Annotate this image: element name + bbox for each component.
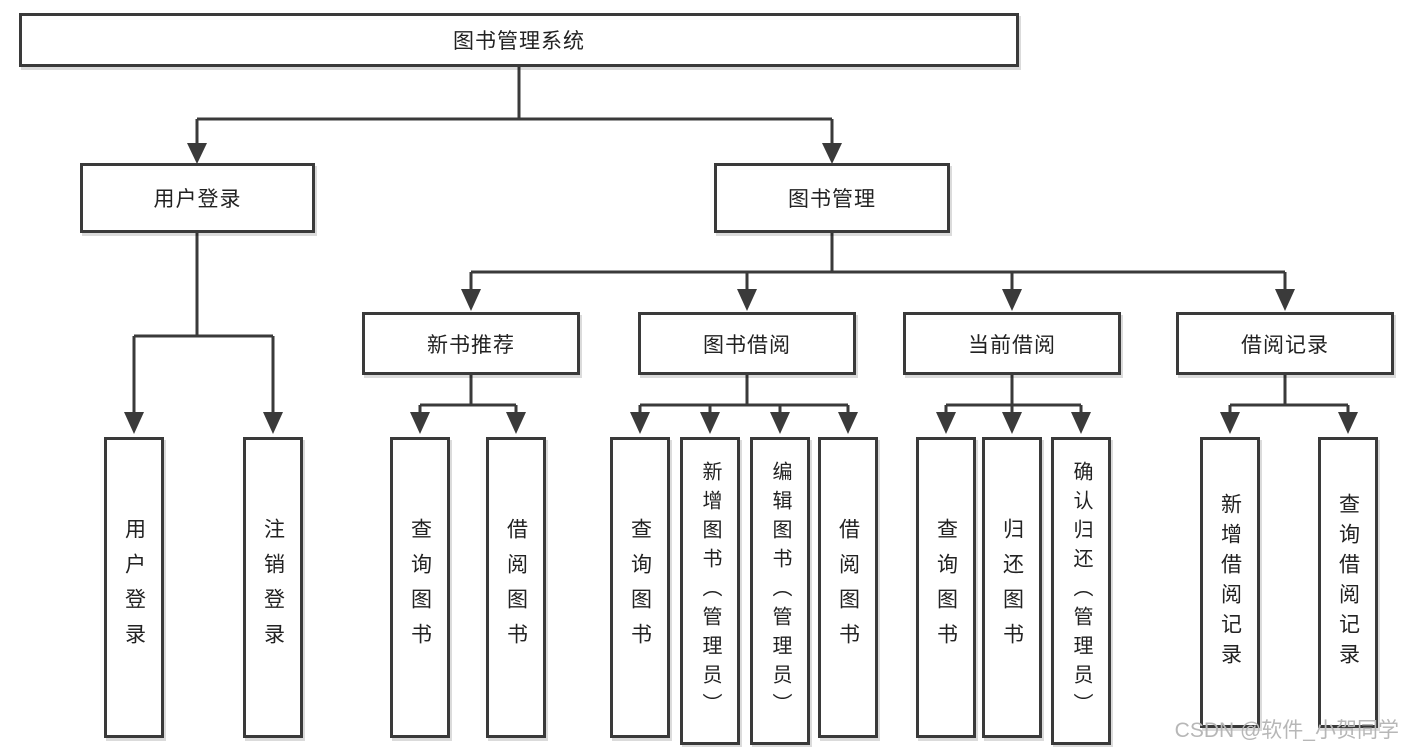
leaf-records-add-record: 新增借阅记录: [1200, 437, 1260, 728]
leaf-logout: 注销登录: [243, 437, 303, 738]
leaf-current-return-books: 归还图书: [982, 437, 1042, 738]
leaf-borrow-edit-books-admin: 编辑图书（管理员）: [750, 437, 810, 745]
leaf-recommend-query-books: 查询图书: [390, 437, 450, 738]
leaf-user-login-label: 用户登录: [122, 517, 146, 658]
node-user-login: 用户登录: [80, 163, 315, 233]
leaf-borrow-edit-books-admin-label: 编辑图书（管理员）: [769, 460, 791, 722]
node-library-management-system-label: 图书管理系统: [453, 30, 585, 53]
leaf-current-query-books: 查询图书: [916, 437, 976, 738]
node-library-management-system: 图书管理系统: [19, 13, 1019, 67]
node-book-borrowing-label: 图书借阅: [703, 333, 791, 357]
leaf-recommend-borrow-books-label: 借阅图书: [504, 517, 528, 658]
leaf-user-login: 用户登录: [104, 437, 164, 738]
node-book-borrowing: 图书借阅: [638, 312, 856, 375]
leaf-records-query-record-label: 查询借阅记录: [1336, 492, 1360, 673]
leaf-borrow-add-books-admin-label: 新增图书（管理员）: [699, 460, 721, 722]
node-current-borrowing-label: 当前借阅: [968, 333, 1056, 357]
leaf-recommend-query-books-label: 查询图书: [408, 517, 432, 658]
watermark: CSDN @软件_小贺同学: [1174, 719, 1399, 742]
leaf-borrow-query-books: 查询图书: [610, 437, 670, 738]
node-new-book-recommendation-label: 新书推荐: [427, 333, 515, 357]
leaf-borrow-borrow-books: 借阅图书: [818, 437, 878, 738]
node-user-login-label: 用户登录: [153, 188, 242, 211]
node-current-borrowing: 当前借阅: [903, 312, 1121, 375]
leaf-recommend-borrow-books: 借阅图书: [486, 437, 546, 738]
node-borrowing-records-label: 借阅记录: [1241, 333, 1329, 357]
leaf-borrow-query-books-label: 查询图书: [628, 517, 652, 658]
leaf-borrow-borrow-books-label: 借阅图书: [836, 517, 860, 658]
leaf-current-query-books-label: 查询图书: [934, 517, 958, 658]
leaf-records-query-record: 查询借阅记录: [1318, 437, 1378, 728]
leaf-current-confirm-return-admin-label: 确认归还（管理员）: [1070, 460, 1092, 722]
leaf-current-return-books-label: 归还图书: [1000, 517, 1024, 658]
node-book-management-label: 图书管理: [788, 188, 876, 211]
node-book-management: 图书管理: [714, 163, 950, 233]
leaf-borrow-add-books-admin: 新增图书（管理员）: [680, 437, 740, 745]
node-new-book-recommendation: 新书推荐: [362, 312, 580, 375]
leaf-logout-label: 注销登录: [261, 517, 285, 658]
node-borrowing-records: 借阅记录: [1176, 312, 1394, 375]
leaf-current-confirm-return-admin: 确认归还（管理员）: [1051, 437, 1111, 745]
leaf-records-add-record-label: 新增借阅记录: [1218, 492, 1242, 673]
